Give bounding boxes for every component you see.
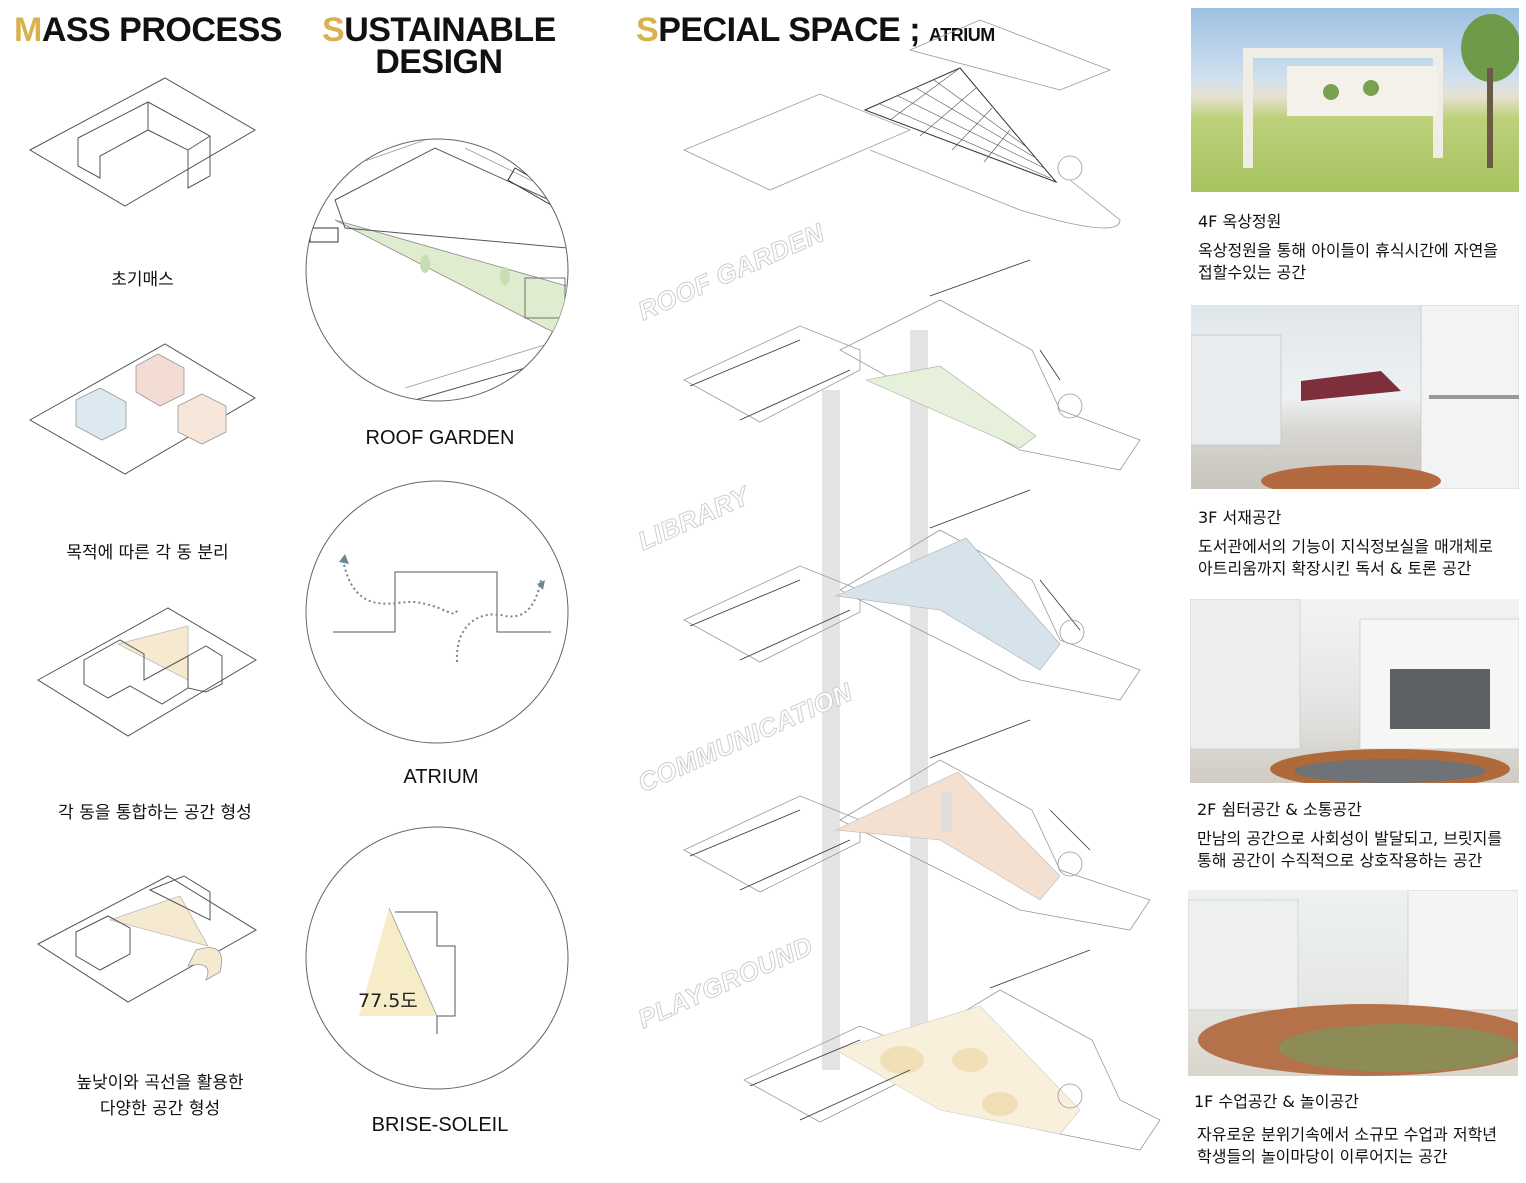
mass-title-initial: M <box>14 11 42 49</box>
sustainable-title-line2: DESIGN <box>375 43 503 81</box>
mass-title-rest: ASS PROCESS <box>41 11 283 49</box>
mass-process-title: MASS PROCESS <box>14 11 283 49</box>
mass-step-4-caption-line1: 높낮이와 곡선을 활용한 <box>76 1073 244 1093</box>
mass-step-4-diagram <box>37 875 257 1003</box>
floor-4f-desc: 옥상정원을 통해 아이들이 휴식시간에 자연을 접할수있는 공간 <box>1198 241 1499 282</box>
special-space-title: SPECIAL SPACE ; ATRIUM <box>636 11 995 51</box>
mass-step-1-diagram <box>28 77 256 207</box>
special-title-initial: S <box>636 11 659 49</box>
render-2f-communication <box>1190 599 1519 783</box>
render-1f-playground <box>1188 890 1518 1076</box>
special-title-atrium: ATRIUM <box>929 25 995 45</box>
special-title-rest: PECIAL SPACE ; <box>658 11 921 49</box>
mass-step-1-caption: 초기매스 <box>111 270 174 290</box>
brise-soleil-label: BRISE-SOLEIL <box>371 1114 509 1136</box>
brise-soleil-angle: 77.5도 <box>358 990 418 1012</box>
roof-garden-diagram <box>305 138 569 402</box>
floor-1f-title: 1F 수업공간 & 놀이공간 <box>1194 1092 1359 1111</box>
atrium-label: ATRIUM <box>403 766 479 788</box>
exploded-axonometric <box>683 19 1161 1151</box>
mass-step-3-caption: 각 동을 통합하는 공간 형성 <box>58 803 252 823</box>
brise-soleil-diagram <box>305 826 569 1090</box>
atrium-diagram <box>305 480 569 744</box>
sustainable-design-title: SUSTAINABLE DESIGN <box>322 11 556 81</box>
mass-step-4-caption-line2: 다양한 공간 형성 <box>99 1099 221 1119</box>
mass-step-3-diagram <box>37 607 257 737</box>
floor-2f-title: 2F 쉼터공간 & 소통공간 <box>1197 800 1362 819</box>
floor-3f-desc: 도서관에서의 기능이 지식정보실을 매개체로 아트리움까지 확장시킨 독서 & … <box>1198 537 1493 578</box>
render-3f-library <box>1191 305 1519 489</box>
sustainable-title-rest: USTAINABLE <box>344 11 556 49</box>
floor-1f-desc: 자유로운 분위기속에서 소규모 수업과 저학년 학생들의 놀이마당이 이루어지는… <box>1197 1125 1498 1166</box>
floor-3f-title: 3F 서재공간 <box>1198 508 1282 527</box>
mass-step-2-diagram <box>28 343 256 475</box>
floor-2f-desc: 만남의 공간으로 사회성이 발달되고, 브릿지를 통해 공간이 수직적으로 상호… <box>1197 829 1503 870</box>
sustainable-title-initial: S <box>322 11 345 49</box>
roof-garden-label: ROOF GARDEN <box>365 427 515 449</box>
mass-step-4-caption: 높낮이와 곡선을 활용한 다양한 공간 형성 <box>60 1070 260 1122</box>
render-4f-roof-garden <box>1191 8 1519 192</box>
mass-step-2-caption: 목적에 따른 각 동 분리 <box>66 543 229 563</box>
floor-4f-title: 4F 옥상정원 <box>1198 212 1282 231</box>
